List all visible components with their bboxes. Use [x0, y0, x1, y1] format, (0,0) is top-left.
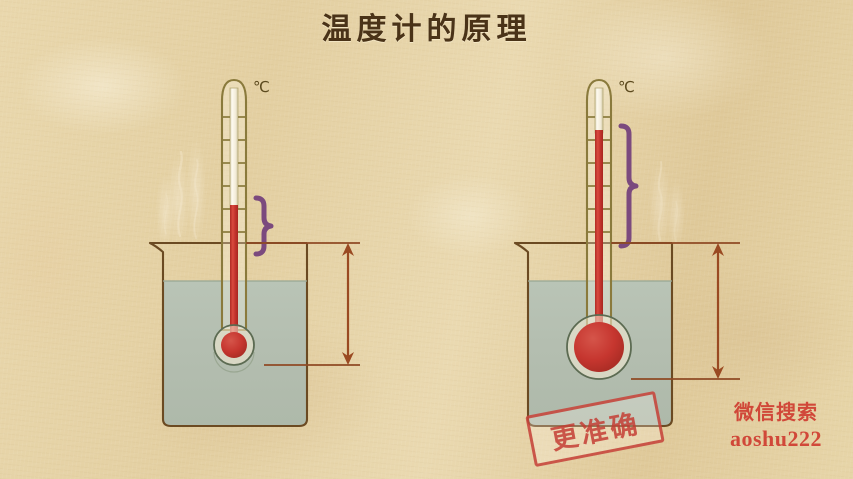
steam-wisps-right — [649, 161, 685, 250]
expansion-brace-left — [253, 195, 274, 257]
left-setup: ℃ — [148, 78, 360, 428]
bulb-liquid-left — [221, 332, 247, 358]
accuracy-stamp-label: 更准确 — [548, 408, 643, 456]
scale-ticks-right — [587, 116, 611, 233]
depth-arrow-right — [712, 243, 724, 379]
depth-arrow-left — [342, 243, 354, 365]
bulb-shadow-left — [213, 351, 255, 373]
watermark: 微信搜索 aoshu222 — [730, 400, 822, 454]
watermark-line-2: aoshu222 — [730, 426, 823, 451]
steam-wisps-left — [156, 138, 206, 250]
liquid-column-right — [595, 130, 603, 338]
unit-label-left: ℃ — [253, 78, 270, 96]
expansion-brace-right — [618, 123, 639, 249]
capillary-bore-right — [594, 87, 604, 134]
beaker-outline-right — [513, 241, 674, 428]
right-setup: ℃ — [513, 78, 740, 428]
capillary-bore-left — [229, 87, 239, 209]
liquid-column-left — [230, 205, 238, 342]
unit-label-right: ℃ — [618, 78, 635, 96]
bulb-liquid-right — [574, 322, 624, 372]
scale-ticks-left — [222, 116, 246, 233]
page-title: 温度计的原理 — [321, 12, 532, 47]
watermark-line-1: 微信搜索 — [734, 400, 819, 424]
beaker-outline-left — [148, 241, 309, 428]
